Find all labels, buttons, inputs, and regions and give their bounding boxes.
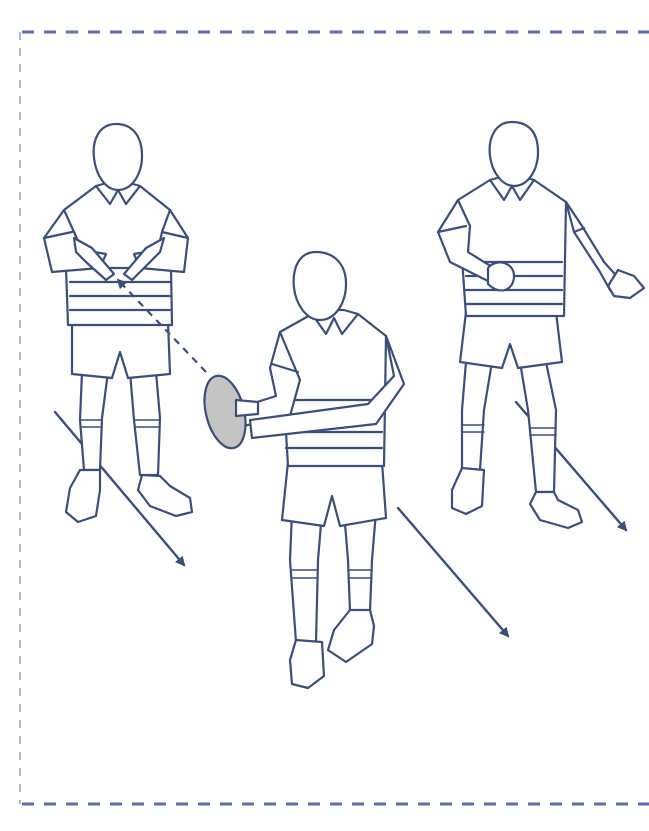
left-player [44, 124, 192, 522]
right-player [438, 122, 644, 528]
run-arrow-center [398, 508, 508, 636]
center-player [232, 252, 404, 688]
rugby-ball [198, 372, 258, 453]
